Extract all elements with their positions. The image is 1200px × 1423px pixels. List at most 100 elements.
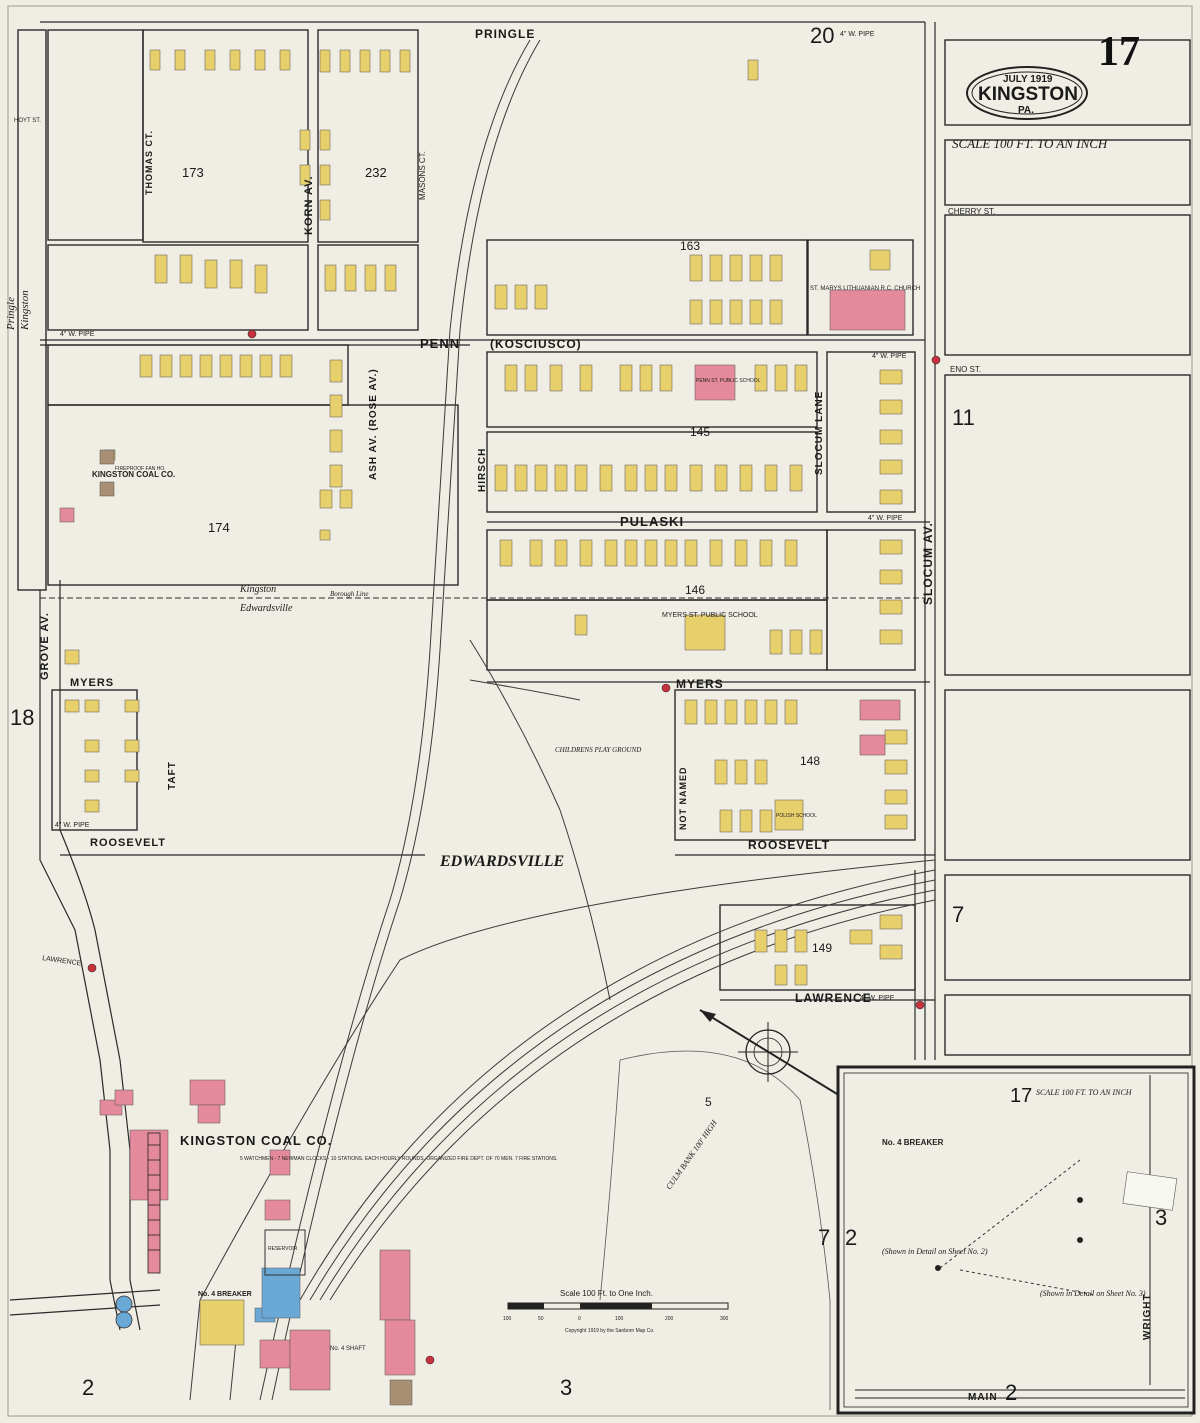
- street-wright: WRIGHT: [1142, 1293, 1153, 1340]
- street-kingston-side: Kingston: [19, 290, 31, 331]
- adjacent-sheet-bottom-left: 2: [82, 1375, 94, 1400]
- label-church: ST. MARYS LITHUANIAN R.C. CHURCH: [810, 286, 920, 292]
- block-163: 163: [680, 239, 700, 253]
- street-hoyt: HOYT ST.: [14, 118, 41, 124]
- street-eno: ENO ST.: [950, 365, 981, 374]
- adjacent-sheet-right-upper: 11: [952, 405, 975, 430]
- block-149: 149: [812, 941, 832, 955]
- block-174: 174: [208, 520, 230, 535]
- scale-tick: 100: [503, 1316, 512, 1322]
- adjacent-sheet-right-lower: 7: [952, 902, 964, 927]
- frame-buildings: [64, 49, 1134, 1346]
- place-borough-line: Borough Line: [330, 590, 368, 598]
- adjacent-sheet-bottom-inset: 2: [1005, 1380, 1017, 1405]
- street-thomas-ct: THOMAS CT.: [144, 130, 154, 195]
- pipe-label-6: 4" W. PIPE: [55, 822, 90, 829]
- block-232: 232: [365, 165, 387, 180]
- street-myers-mid: MYERS: [676, 677, 724, 691]
- label-reservoir: RESERVOIR: [268, 1246, 298, 1252]
- street-cherry: CHERRY ST.: [948, 207, 995, 216]
- inset-note-2: (Shown in Detail on Sheet No. 3): [1040, 1289, 1146, 1298]
- scale-bar-label: Scale 100 Ft. to One Inch.: [560, 1289, 653, 1298]
- pipe-label-3: 4" W. PIPE: [872, 353, 907, 360]
- street-pringle-side: Pringle: [5, 297, 17, 331]
- block-145: 145: [690, 425, 710, 439]
- scale-note: SCALE 100 FT. TO AN INCH: [952, 136, 1108, 151]
- inset-scale: SCALE 100 FT. TO AN INCH: [1036, 1088, 1133, 1097]
- water-tanks: [115, 1295, 133, 1329]
- coal-trestle: [147, 1132, 161, 1274]
- street-ash-av: ASH AV. (ROSE AV.): [368, 368, 379, 480]
- street-taft: TAFT: [167, 761, 178, 790]
- place-playground: CHILDRENS PLAY GROUND: [555, 746, 641, 754]
- north-arrow: [699, 1009, 856, 1106]
- scale-tick: 50: [538, 1316, 544, 1322]
- scale-bar-ticks: 100 50 0 100 200 300: [503, 1316, 729, 1322]
- street-hirsch: HIRSCH: [477, 448, 488, 492]
- pipe-label-2: 4" W. PIPE: [60, 331, 95, 338]
- scale-tick: 0: [578, 1316, 581, 1322]
- block-148: 148: [800, 754, 820, 768]
- street-main: MAIN: [968, 1392, 998, 1403]
- place-kingston: Kingston: [239, 584, 276, 595]
- label-breaker-inset: No. 4 BREAKER: [882, 1138, 944, 1147]
- adjacent-sheet-inset-right: 3: [1155, 1205, 1167, 1230]
- pipe-label-4: 4" W. PIPE: [868, 515, 903, 522]
- street-grove-av: GROVE AV.: [39, 612, 51, 680]
- inset-sheet-number: 17: [1010, 1085, 1032, 1107]
- copyright: Copyright 1919 by the Sanborn Map Co.: [565, 1328, 655, 1334]
- place-kingston-coal-small: KINGSTON COAL CO.: [92, 470, 175, 479]
- block-173: 173: [182, 165, 204, 180]
- label-myers-school: MYERS ST. PUBLIC SCHOOL: [662, 612, 758, 619]
- railroad-lines: [189, 39, 936, 1401]
- label-breaker-main: No. 4 BREAKER: [198, 1291, 252, 1298]
- street-roosevelt-mid: ROOSEVELT: [748, 838, 830, 852]
- inset-frame: [836, 1065, 1196, 1415]
- adjacent-sheet-inset-left-2: 7: [818, 1225, 830, 1250]
- cartouche-oval: [966, 66, 1088, 120]
- scale-bar-graphic: [507, 1302, 729, 1310]
- scale-tick: 200: [665, 1316, 674, 1322]
- street-lines: [40, 21, 936, 1060]
- adjacent-sheet-top: 20: [810, 23, 834, 48]
- place-kingston-coal: KINGSTON COAL CO.: [180, 1133, 332, 1148]
- inset-note-1: (Shown in Detail on Sheet No. 2): [882, 1247, 988, 1256]
- block-146: 146: [685, 583, 705, 597]
- street-penn: PENN: [420, 336, 460, 351]
- block-5: 5: [705, 1095, 712, 1109]
- adjacent-sheet-bottom-mid: 3: [560, 1375, 572, 1400]
- street-pringle-top: PRINGLE: [475, 27, 535, 41]
- adjacent-sheet-left: 18: [10, 705, 34, 730]
- scale-tick: 100: [615, 1316, 624, 1322]
- street-lawrence-mid: LAWRENCE: [795, 991, 872, 1005]
- coal-company-notes: 5 WATCHMEN - 7 NEWMAN CLOCKS - 10 STATIO…: [240, 1156, 558, 1162]
- pipe-label-5: 4" W. PIPE: [860, 995, 895, 1002]
- cartouche-city: KINGSTON: [978, 84, 1078, 105]
- hydrant-markers: [87, 329, 941, 1365]
- map-frame: [7, 5, 1193, 1417]
- place-edwardsville: EDWARDSVILLE: [439, 853, 564, 870]
- sheet-number: 17: [1098, 29, 1140, 75]
- grove-av-road: [9, 580, 161, 1331]
- label-polish-school: POLISH SCHOOL: [776, 813, 817, 819]
- street-masons-ct: MASONS CT.: [418, 151, 427, 200]
- adjacent-sheet-inset-left: 2: [845, 1225, 857, 1250]
- cartouche-state: PA.: [1018, 105, 1034, 116]
- scale-tick: 300: [720, 1316, 729, 1322]
- street-slocum-lane: SLOCUM LANE: [814, 391, 825, 475]
- pipe-label-1: 4" W. PIPE: [840, 31, 875, 38]
- street-roosevelt-left: ROOSEVELT: [90, 837, 166, 849]
- block-outlines: [17, 29, 1191, 1056]
- reservoir-outline: [264, 1229, 306, 1276]
- label-penn-school: PENN ST. PUBLIC SCHOOL: [696, 378, 761, 384]
- cartouche-oval-inner: [971, 71, 1083, 115]
- label-shaft: No. 4 SHAFT: [330, 1346, 366, 1352]
- street-kosciusco: (KOSCIUSCO): [490, 337, 582, 351]
- culm-bank-outline: [599, 1050, 831, 1410]
- street-slocum-av: SLOCUM AV.: [921, 522, 935, 605]
- street-pulaski: PULASKI: [620, 514, 684, 529]
- cartouche-date: JULY 1919: [1003, 74, 1053, 85]
- label-fan-house: FIREPROOF FAN HO.: [115, 466, 166, 472]
- street-korn-av: KORN AV.: [303, 175, 315, 235]
